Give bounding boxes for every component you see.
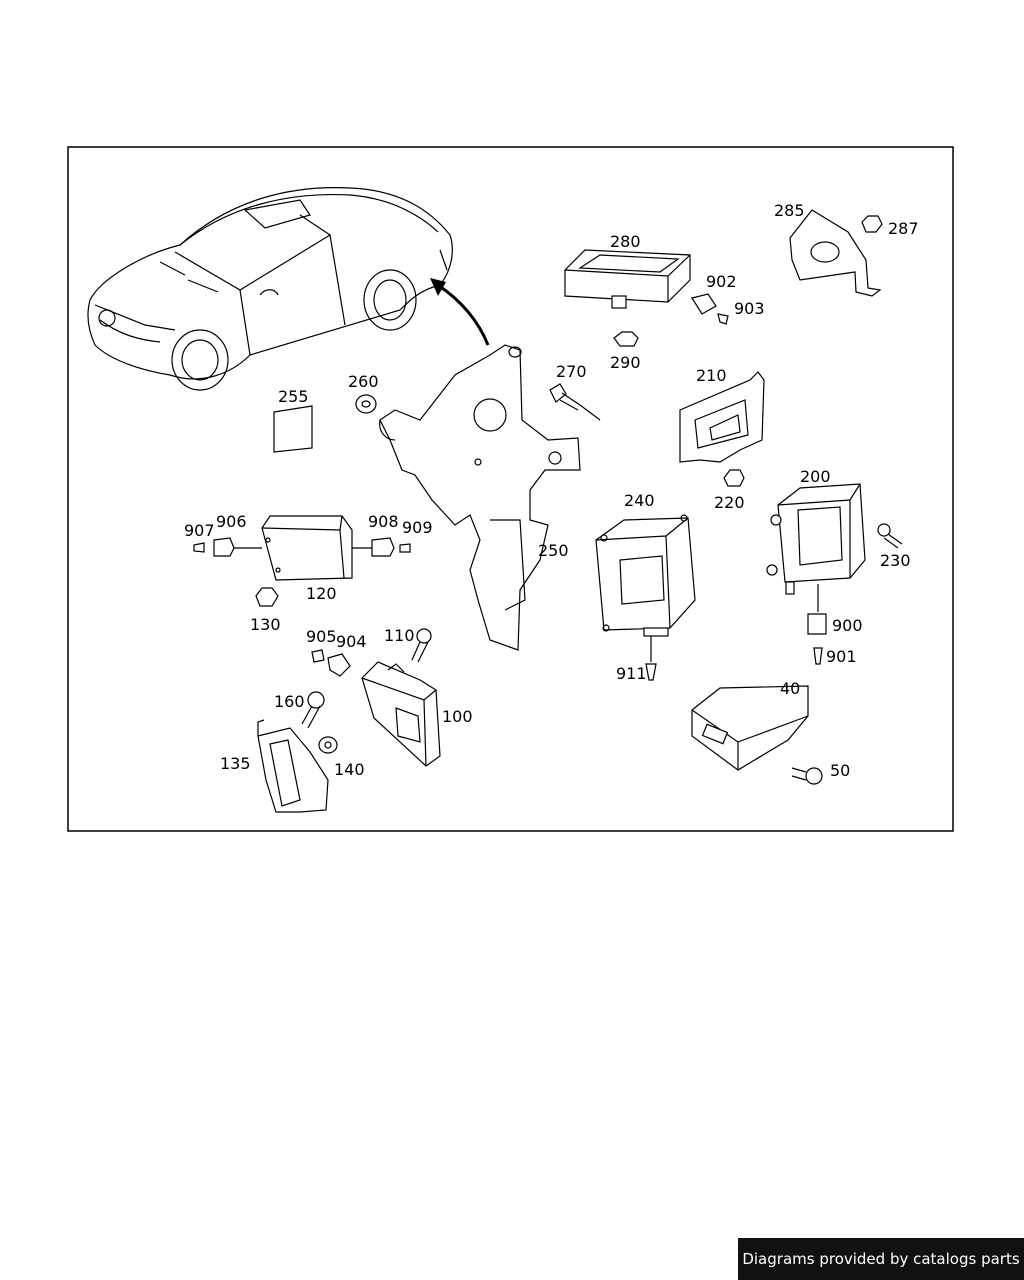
label-130: 130 — [250, 615, 281, 634]
part-255-label — [273, 405, 313, 453]
location-arrow — [437, 283, 490, 346]
label-230: 230 — [880, 551, 911, 570]
part-908-connector — [371, 537, 395, 557]
part-130-nut — [255, 587, 279, 607]
label-120: 120 — [306, 584, 337, 603]
label-210: 210 — [696, 366, 727, 385]
label-200: 200 — [800, 467, 831, 486]
part-900-connector — [807, 613, 827, 635]
part-906-connector — [213, 537, 235, 557]
part-250-bracket — [379, 344, 581, 651]
label-904: 904 — [336, 632, 367, 651]
part-909-pin — [399, 543, 411, 553]
label-911: 911 — [616, 664, 647, 683]
part-240-module — [595, 514, 696, 637]
label-250: 250 — [538, 541, 569, 560]
label-40: 40 — [780, 679, 800, 698]
part-904-connector — [327, 653, 351, 677]
part-280-module — [564, 249, 691, 309]
part-210-bracket — [679, 371, 765, 463]
label-285: 285 — [774, 201, 805, 220]
label-160: 160 — [274, 692, 305, 711]
label-907: 907 — [184, 521, 215, 540]
label-110: 110 — [384, 626, 415, 645]
label-909: 909 — [402, 518, 433, 537]
label-255: 255 — [278, 387, 309, 406]
label-902: 902 — [706, 272, 737, 291]
part-911-pin — [645, 663, 657, 681]
part-907-pin — [193, 542, 205, 553]
label-220: 220 — [714, 493, 745, 512]
label-901: 901 — [826, 647, 857, 666]
part-287-nut — [861, 215, 883, 233]
part-200-module — [766, 483, 866, 595]
part-120-module — [261, 515, 353, 581]
label-905: 905 — [306, 627, 337, 646]
label-287: 287 — [888, 219, 919, 238]
diagram-frame — [67, 146, 954, 832]
label-903: 903 — [734, 299, 765, 318]
part-100-module — [361, 661, 441, 767]
label-290: 290 — [610, 353, 641, 372]
part-260-washer — [355, 394, 377, 414]
part-160-bolt — [301, 691, 325, 729]
footer-credit-banner[interactable]: Diagrams provided by catalogs parts — [738, 1238, 1024, 1280]
label-135: 135 — [220, 754, 251, 773]
part-903-pin — [717, 313, 729, 325]
label-908: 908 — [368, 512, 399, 531]
part-140-nut — [318, 736, 338, 754]
label-900: 900 — [832, 616, 863, 635]
label-270: 270 — [556, 362, 587, 381]
part-40-module — [691, 685, 809, 771]
label-260: 260 — [348, 372, 379, 391]
label-100: 100 — [442, 707, 473, 726]
part-110-bolt — [411, 628, 432, 663]
part-902-connector — [691, 293, 717, 315]
part-285-bracket — [789, 209, 882, 297]
label-50: 50 — [830, 761, 850, 780]
part-50-bolt — [791, 767, 823, 785]
part-230-bolt — [877, 523, 903, 549]
part-135-bracket — [257, 719, 329, 813]
label-240: 240 — [624, 491, 655, 510]
part-270-bolt — [549, 383, 601, 421]
label-906: 906 — [216, 512, 247, 531]
part-290-nut — [613, 331, 639, 347]
part-905-pin — [311, 649, 325, 663]
label-140: 140 — [334, 760, 365, 779]
label-280: 280 — [610, 232, 641, 251]
part-220-nut — [723, 469, 745, 487]
part-901-pin — [813, 647, 823, 665]
car-illustration — [87, 187, 453, 391]
